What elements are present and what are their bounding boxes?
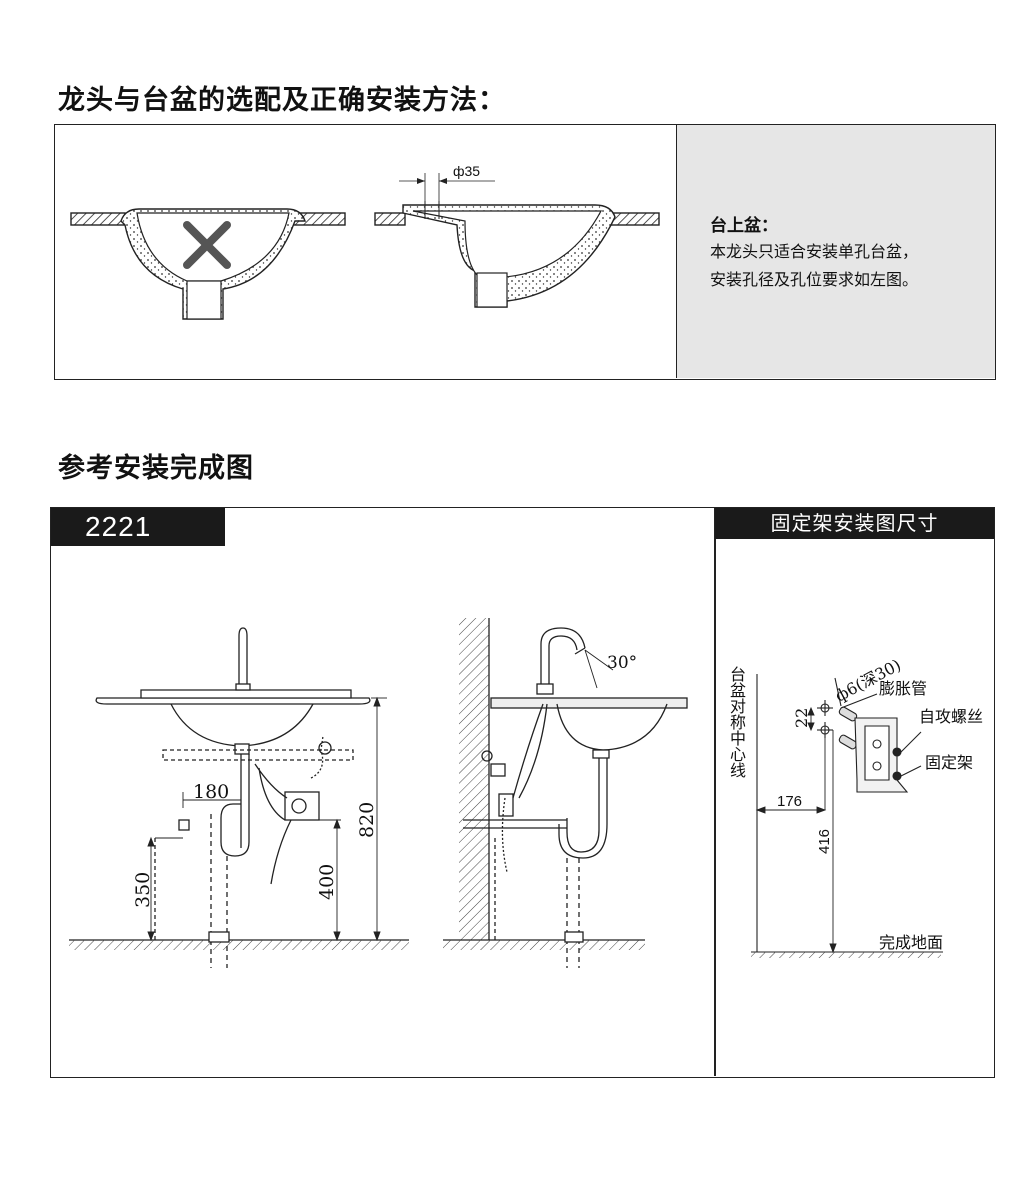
- front-view: [69, 627, 409, 968]
- basin-wrong: [70, 208, 346, 320]
- section-title-basin: 龙头与台盆的选配及正确安装方法：: [58, 85, 506, 116]
- label-floor: 完成地面: [879, 933, 943, 952]
- dim-416: 416: [816, 829, 833, 854]
- label-screw: 自攻螺丝: [919, 707, 983, 726]
- section-title-install: 参考安装完成图: [58, 453, 254, 484]
- basin-correct: ф35: [374, 163, 660, 308]
- centerline-text: 台盆对称中心线: [727, 666, 746, 778]
- info-line-1: 本龙头只适合安装单孔台盆，: [710, 242, 919, 261]
- install-drawing: 180 350 400 820: [69, 618, 983, 968]
- dim-400: 400: [316, 864, 338, 900]
- label-frame: 固定架: [925, 753, 973, 772]
- info-panel: 台上盆： 本龙头只适合安装单孔台盆， 安装孔径及孔位要求如左图。: [676, 125, 995, 378]
- dim-30-deg: 30°: [607, 653, 637, 673]
- front-dimensions: [147, 696, 387, 942]
- dim-180: 180: [193, 781, 229, 803]
- info-title: 台上盆：: [710, 216, 778, 236]
- dim-hole-diameter: ф35: [453, 163, 480, 179]
- bracket-dimensions: [755, 706, 837, 954]
- dim-350: 350: [132, 872, 154, 908]
- spray-angle: [584, 649, 614, 689]
- dim-176: 176: [777, 793, 802, 810]
- bracket-header: 固定架安装图尺寸: [715, 508, 994, 539]
- basin-diagram: ф35: [70, 163, 660, 320]
- divider: [714, 508, 716, 1076]
- dim-22: 22: [792, 708, 811, 728]
- side-view: [443, 618, 688, 968]
- info-line-2: 安装孔径及孔位要求如左图。: [710, 270, 919, 289]
- model-badge: 2221: [51, 508, 225, 546]
- basin-diagram-box: ф35 台上盆： 本龙头只适合安装单孔台盆， 安装孔径及孔位要求如左图。: [54, 124, 996, 380]
- install-diagram-box: 2221 固定架安装图尺寸: [50, 507, 995, 1078]
- wrong-cross-icon: [183, 221, 231, 269]
- dim-820: 820: [356, 802, 378, 838]
- bracket-view: [751, 674, 943, 958]
- label-anchor: 膨胀管: [879, 679, 927, 698]
